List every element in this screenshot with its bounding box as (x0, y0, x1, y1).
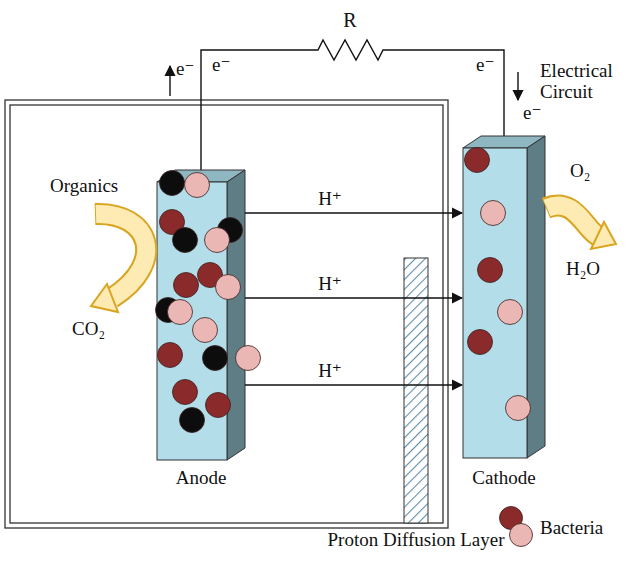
proton-flow-arrow (245, 297, 462, 298)
flow-arrow-outline (546, 205, 598, 236)
flow-arrow-body (96, 214, 146, 298)
electrode-label: Anode (146, 468, 256, 488)
ion-label: H⁺ (316, 273, 344, 294)
electron-label: e⁻ (476, 54, 494, 75)
electrode-label: Cathode (449, 468, 559, 488)
product-label: H₂O (566, 258, 600, 279)
oxidant-label: O₂ (570, 160, 590, 181)
bacterium (468, 330, 493, 355)
electron-label: e⁻ (212, 54, 230, 75)
substrate-label: Organics (50, 175, 118, 196)
bacterium (203, 346, 228, 371)
bacterium (236, 346, 261, 371)
flow-arrow-body (547, 205, 598, 236)
bacterium (481, 201, 506, 226)
electrode-label: Proton Diffusion Layer (326, 530, 506, 550)
flow-arrow-head (91, 284, 118, 312)
bacterium (506, 396, 531, 421)
chamber-frame (5, 100, 448, 528)
bacterium (216, 275, 241, 300)
bacterium (180, 408, 205, 433)
bacterium (185, 173, 210, 198)
bacteria-group (156, 148, 531, 433)
electron-arrow (169, 66, 170, 96)
flow-arrow-outline (95, 214, 146, 298)
bacterium (478, 258, 503, 283)
electron-arrow (517, 72, 518, 100)
bacterium (173, 228, 198, 253)
circuit-label: Electrical Circuit (540, 60, 622, 102)
anode-electrode: Anode (157, 170, 245, 460)
bacterium (158, 343, 183, 368)
bacterium (173, 380, 198, 405)
proton-diffusion-layer: Proton Diffusion Layer (404, 258, 428, 523)
resistor-label: R (343, 10, 356, 31)
proton-flow-arrow (245, 384, 462, 385)
electron-label: e⁻ (523, 102, 541, 123)
flow-arrow-head (591, 222, 616, 249)
bacterium (168, 300, 193, 325)
ion-label: H⁺ (316, 188, 344, 209)
bacterium (465, 148, 490, 173)
bacterium (498, 300, 523, 325)
legend-swatch (498, 504, 536, 550)
electron-label: e⁻ (176, 58, 194, 79)
chamber-frame-inner (10, 105, 443, 523)
bacterium (193, 318, 218, 343)
product-label: CO₂ (72, 318, 105, 339)
bacterium (174, 273, 199, 298)
legend-label: Bacteria (540, 517, 603, 538)
ion-label: H⁺ (316, 360, 344, 381)
bacterium (160, 171, 185, 196)
proton-flow-arrow (245, 212, 462, 213)
bacterium (205, 228, 230, 253)
cathode-electrode: Cathode (463, 136, 545, 458)
bacterium (206, 393, 231, 418)
legend-item: Bacteria (498, 504, 603, 550)
anode-side-face (227, 170, 245, 460)
bacterium (510, 524, 533, 547)
bacterium (500, 507, 523, 530)
circuit-wire (201, 40, 504, 176)
